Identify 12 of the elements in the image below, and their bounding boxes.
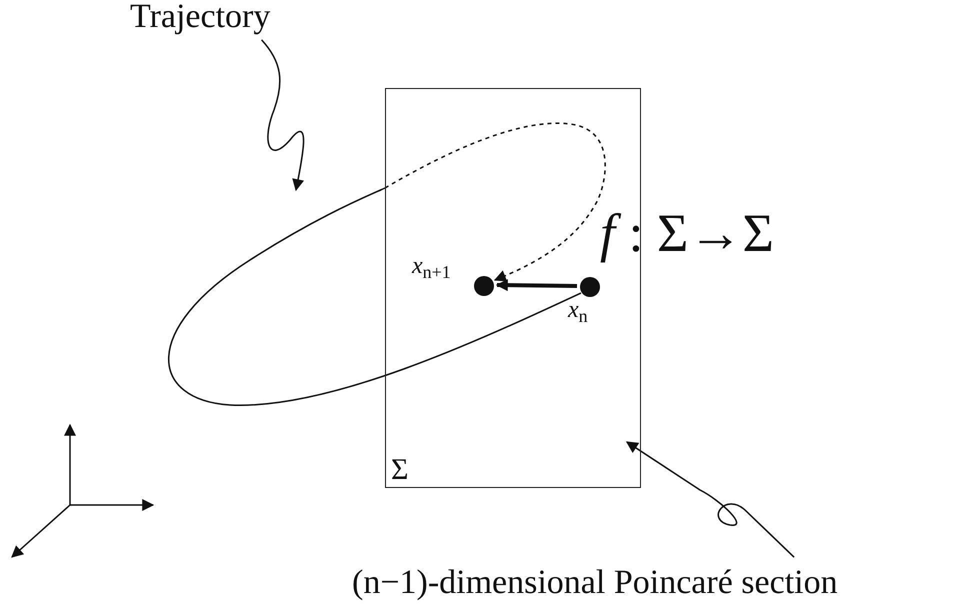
map-formula: f : Σ→Σ <box>600 206 774 260</box>
map-arrow <box>496 279 578 292</box>
point-label: x$_{n}$ <box>568 298 588 322</box>
section-symbol: Σ <box>391 455 408 485</box>
leader-line <box>261 39 304 192</box>
trajectory-curve <box>168 187 582 406</box>
trajectory-label: Trajectory <box>130 0 270 42</box>
section-label: (n−1)-dimensional Poincaré section <box>352 566 966 610</box>
poincare-section-plane <box>385 88 641 488</box>
leader-line <box>626 441 795 558</box>
trajectory-arrow <box>384 122 606 282</box>
point-label: x$_{n+1}$ <box>412 254 451 278</box>
